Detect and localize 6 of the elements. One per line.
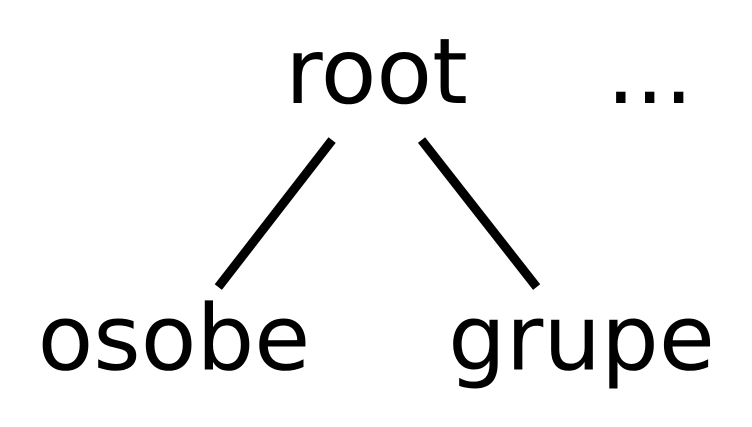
label: ... [606,19,694,126]
connector [214,137,336,290]
node-text: grupe [448,285,715,392]
node-text: root [285,19,468,126]
node-text: osobe [38,285,310,392]
connector [418,137,540,290]
